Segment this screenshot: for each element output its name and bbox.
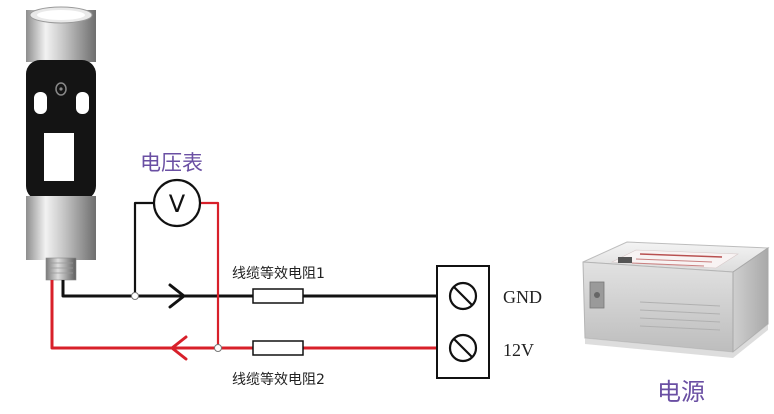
cable-resistor-2-icon [252, 340, 304, 356]
junction-positive [214, 344, 222, 352]
voltmeter-symbol: V [169, 190, 186, 218]
cable-resistor-2-label: 线缆等效电阻2 [232, 371, 325, 388]
current-arrow-left-icon [170, 335, 188, 361]
terminal-block [436, 265, 490, 379]
screw-terminal-12v-icon [448, 333, 478, 363]
terminal-gnd-label: GND [503, 287, 542, 307]
power-supply-label: 电源 [657, 378, 705, 406]
voltmeter-label: 电压表 [140, 151, 203, 175]
voltmeter-icon: V [152, 178, 202, 228]
screw-terminal-gnd-icon [448, 281, 478, 311]
power-supply-icon [582, 241, 770, 358]
sensor-icon [26, 6, 96, 281]
positive-wire [50, 280, 443, 350]
cable-resistor-1-icon [252, 288, 304, 304]
ground-wire [61, 280, 443, 298]
current-arrow-right-icon [168, 283, 186, 309]
cable-resistor-1-label: 线缆等效电阻1 [232, 265, 325, 282]
terminal-12v-label: 12V [503, 340, 534, 360]
voltmeter-ground-lead [133, 201, 154, 296]
junction-ground [131, 292, 139, 300]
voltmeter-positive-lead [200, 201, 220, 348]
